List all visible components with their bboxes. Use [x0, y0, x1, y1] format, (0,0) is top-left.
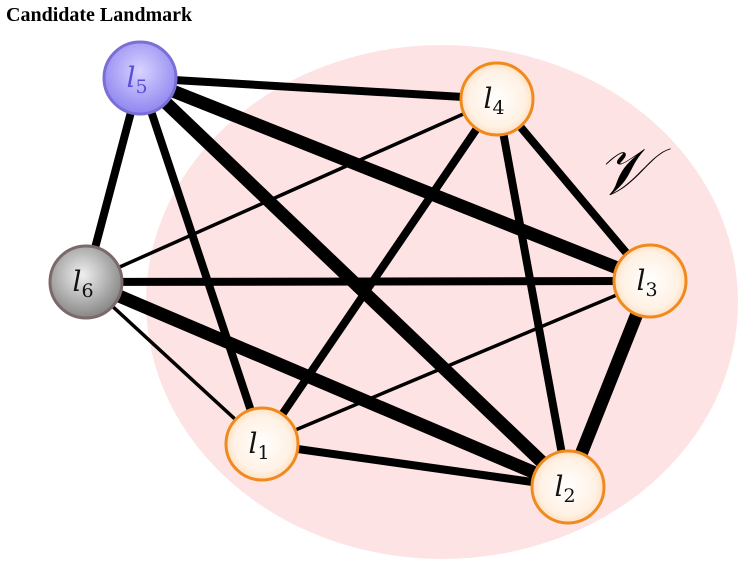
edge-l6-l2 [83, 276, 571, 493]
node-circle-l5 [102, 40, 178, 116]
node-l2: l2 [530, 449, 606, 525]
node-label-l5: l5 [126, 61, 147, 98]
node-l6: l6 [48, 244, 124, 320]
edge-l1-l2 [261, 440, 569, 491]
node-label-base-l4: l [483, 82, 492, 115]
edge-l6-l4 [85, 97, 498, 284]
node-circle-l1 [224, 406, 300, 482]
node-label-base-l2: l [554, 470, 563, 503]
node-label-l6: l6 [72, 265, 93, 302]
node-l1: l1 [224, 406, 300, 482]
edge-l3-l1 [261, 279, 651, 446]
node-circle-l4 [459, 61, 535, 137]
edge-l4-l1 [258, 96, 501, 447]
edge-l5-l4 [139, 74, 498, 103]
node-label-l4: l4 [483, 82, 504, 119]
node-label-sub-l1: 1 [257, 442, 269, 464]
node-l5: l5 [102, 40, 178, 116]
node-label-base-l6: l [72, 265, 81, 298]
node-label-sub-l5: 5 [135, 76, 147, 98]
node-label-base-l5: l [126, 61, 135, 94]
node-label-sub-l2: 2 [563, 485, 575, 507]
node-circle-l2 [530, 449, 606, 525]
node-label-sub-l4: 4 [492, 97, 504, 119]
node-label-sub-l6: 6 [81, 280, 93, 302]
edge-l5-l1 [136, 76, 266, 446]
node-label-l3: l3 [636, 264, 657, 301]
node-circle-l6 [48, 244, 124, 320]
node-label-base-l1: l [248, 427, 257, 460]
node-l4: l4 [459, 61, 535, 137]
node-label-sub-l3: 3 [645, 279, 657, 301]
node-label-base-l3: l [636, 264, 645, 297]
edge-l4-l2 [493, 98, 572, 488]
edge-l6-l1 [84, 280, 264, 446]
node-l3: l3 [612, 243, 688, 319]
edge-l5-l3 [137, 71, 653, 288]
node-circle-l3 [612, 243, 688, 319]
diagram-title: Candidate Landmark [6, 4, 193, 26]
edge-layer [82, 71, 657, 493]
node-label-l1: l1 [248, 427, 269, 464]
node-label-l2: l2 [554, 470, 575, 507]
edge-l4-l3 [493, 96, 654, 284]
